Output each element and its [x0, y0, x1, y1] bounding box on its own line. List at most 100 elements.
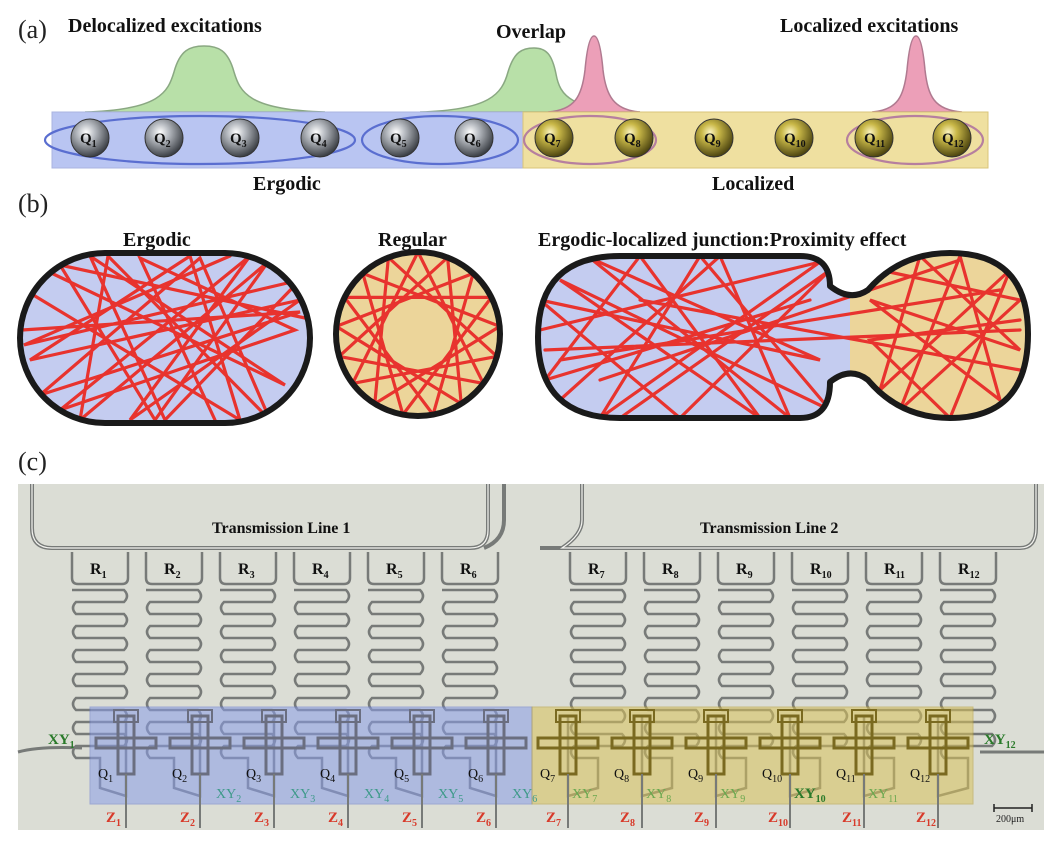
pair-ellipse-2: [360, 114, 520, 166]
junction-billiard: [535, 250, 1031, 421]
xmon-label: Q12: [910, 767, 930, 785]
xmon-qubit: Q2: [168, 709, 232, 828]
qubit-ball: Q9: [694, 118, 734, 158]
xmon-qubit: Q6: [464, 709, 528, 828]
resonator-label: R4: [312, 561, 329, 581]
xmon-qubit: Q10: [758, 709, 822, 828]
xy-control-label: XY4: [364, 787, 389, 805]
resonator-label: R6: [460, 561, 477, 581]
xy-control-label: XY5: [438, 787, 463, 805]
ergodic-billiard: [17, 250, 313, 426]
ergodic-band: [51, 111, 524, 169]
qubit-ball: Q8: [614, 118, 654, 158]
delocalized-heading: Delocalized excitations: [68, 15, 262, 37]
xmon-label: Q2: [172, 767, 187, 785]
qubit-ball-label: Q7: [544, 131, 561, 150]
qubit-ball-label: Q5: [390, 131, 407, 150]
resonator: R1: [70, 552, 130, 798]
xy-control-label: XY11: [868, 787, 898, 805]
xmon-label: Q3: [246, 767, 261, 785]
qubit-ball-label: Q10: [784, 131, 806, 150]
xmon-row: Q1 Q2 Q3 Q4 Q5 Q6 Q7 Q8 Q9 Q10 Q11 Q12: [94, 709, 970, 828]
junction-billiard-title: Ergodic-localized junction:Proximity eff…: [538, 229, 907, 251]
qubit-ball-label: Q1: [80, 131, 97, 150]
xmon-qubit: Q5: [390, 709, 454, 828]
resonator-label: R11: [884, 561, 905, 581]
xy-control-label: XY8: [646, 787, 671, 805]
xmon-qubit: Q11: [832, 709, 896, 828]
localized-label: Localized: [712, 173, 794, 195]
xmon-qubit: Q4: [316, 709, 380, 828]
scale-bar-label: 200μm: [996, 814, 1024, 825]
qubit-ball: Q11: [854, 118, 894, 158]
z-control-label: Z12: [916, 810, 936, 829]
xmon-label: Q7: [540, 767, 555, 785]
regular-billiard-title: Regular: [378, 229, 447, 251]
regular-billiard: [333, 249, 503, 419]
qubit-ball-label: Q11: [864, 131, 885, 150]
resonator-label: R10: [810, 561, 832, 581]
ergodic-billiard-title: Ergodic: [123, 229, 191, 251]
qubit-ball: Q3: [220, 118, 260, 158]
xmon-label: Q10: [762, 767, 782, 785]
qubit-ball-label: Q2: [154, 131, 171, 150]
ergodic-qubit-region: [89, 706, 533, 805]
qubit-ball: Q7: [534, 118, 574, 158]
xmon-label: Q4: [320, 767, 335, 785]
xy-left-label: XY1: [48, 732, 75, 751]
xy-control-label: XY6: [512, 787, 537, 805]
resonator-label: R8: [662, 561, 679, 581]
localized-band: [522, 111, 989, 169]
xmon-label: Q8: [614, 767, 629, 785]
resonator-label: R9: [736, 561, 753, 581]
z-control-label: Z8: [620, 810, 635, 829]
qubit-ball: Q12: [932, 118, 972, 158]
qubit-ball-label: Q9: [704, 131, 721, 150]
pair-ellipse-3: [522, 114, 658, 166]
qubit-row: Q1 Q2 Q3 Q4 Q5 Q6 Q7 Q8 Q9 Q10 Q11 Q12: [70, 118, 972, 158]
localized-peak-1: [547, 35, 641, 113]
z-control-label: Z2: [180, 810, 195, 829]
xmon-qubit: Q12: [906, 709, 970, 828]
xy-right-label: XY12: [984, 732, 1016, 751]
localized-excitations-heading: Localized excitations: [780, 15, 959, 37]
resonator-label: R12: [958, 561, 980, 581]
z-control-label: Z5: [402, 810, 417, 829]
xmon-label: Q1: [98, 767, 113, 785]
qubit-ball-label: Q8: [624, 131, 641, 150]
transmission-line-1-label: Transmission Line 1: [212, 520, 350, 537]
qubit-ball: Q6: [454, 118, 494, 158]
xy-control-label: XY2: [216, 787, 241, 805]
xmon-qubit: Q7: [536, 709, 600, 828]
xmon-qubit: Q3: [242, 709, 306, 828]
xmon-label: Q9: [688, 767, 703, 785]
z-control-label: Z9: [694, 810, 709, 829]
localized-peak-2: [871, 35, 963, 113]
xmon-qubit: Q1: [94, 709, 158, 828]
resonator-label: R7: [588, 561, 605, 581]
qubit-ball: Q4: [300, 118, 340, 158]
resonator-label: R3: [238, 561, 255, 581]
panel-c-label: (c): [18, 447, 47, 476]
localized-qubit-region: [531, 706, 974, 805]
panel-c: (c) Transmission Line 1 Transmission Lin…: [17, 447, 1044, 830]
panel-a: (a) Delocalized excitations Overlap Loca…: [18, 15, 989, 195]
xmon-label: Q5: [394, 767, 409, 785]
resonator-label: R2: [164, 561, 181, 581]
z-control-label: Z11: [842, 810, 861, 829]
xy-control-label: XY7: [572, 787, 597, 805]
qubit-ball-label: Q12: [942, 131, 964, 150]
pair-ellipse-1: [43, 114, 357, 166]
z-control-label: Z10: [768, 810, 788, 829]
z-control-label: Z4: [328, 810, 343, 829]
z-control-label: Z7: [546, 810, 561, 829]
z-control-label: Z6: [476, 810, 491, 829]
xy-control-label: XY3: [290, 787, 315, 805]
panel-a-label: (a): [18, 15, 47, 44]
qubit-ball-label: Q3: [230, 131, 247, 150]
qubit-ball: Q10: [774, 118, 814, 158]
xmon-qubit: Q9: [684, 709, 748, 828]
transmission-line-2-label: Transmission Line 2: [700, 520, 838, 537]
